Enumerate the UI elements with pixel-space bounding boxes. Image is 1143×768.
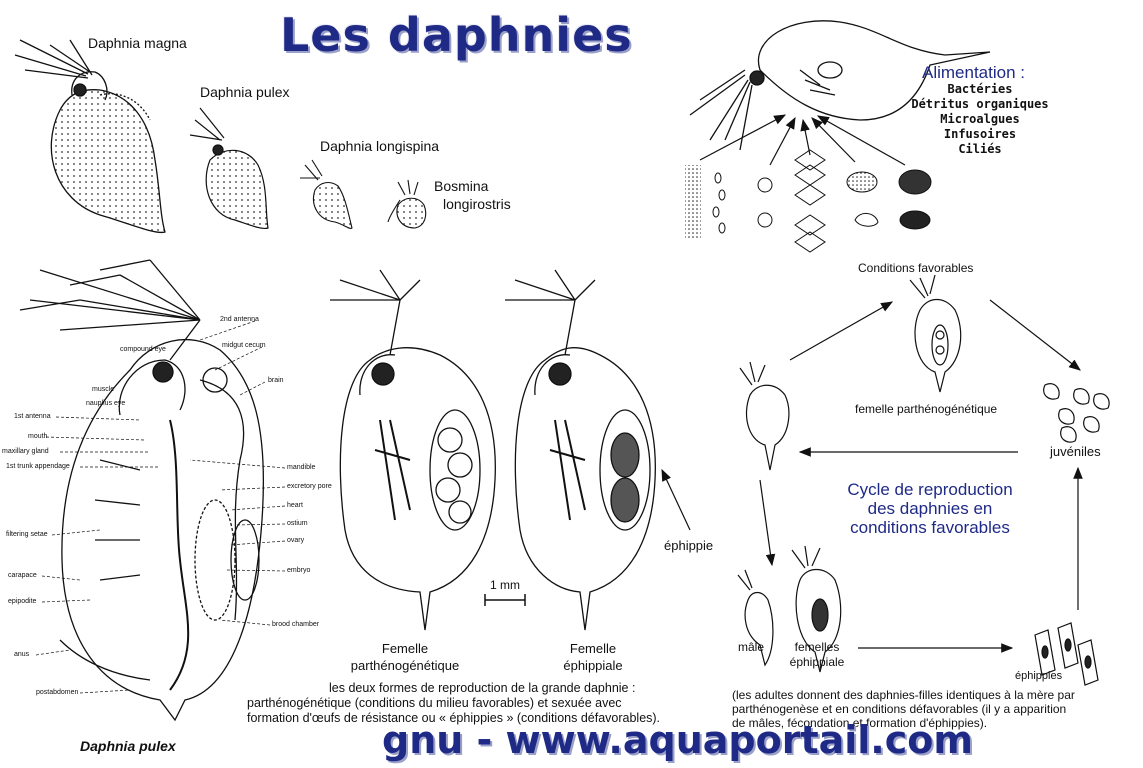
- anatomy-caption: Daphnia pulex: [80, 738, 176, 754]
- label-daphnia-magna: Daphnia magna: [88, 35, 187, 51]
- anatomy-label: mouth: [28, 433, 48, 440]
- food-arrows: [699, 114, 906, 166]
- caption-line: parthénogenèse et en conditions défavora…: [732, 702, 1067, 716]
- cycle-male-label: mâle: [738, 640, 765, 654]
- female-parthenogenetic-drawing: [330, 269, 496, 631]
- anatomy-label: postabdomen: [36, 689, 79, 696]
- anatomy-label: 2nd antenna: [220, 316, 259, 323]
- female-ephip-label: Femelle éphippiale: [548, 640, 638, 674]
- female-ephip-label-line1: Femelle: [569, 641, 617, 656]
- anatomy-label: epipodite: [8, 598, 37, 605]
- anatomy-label: maxillary gland: [2, 448, 49, 455]
- anatomy-label: heart: [287, 502, 303, 509]
- anatomy-label: brood chamber: [272, 621, 320, 628]
- alimentation-list: Bactéries Détritus organiques Microalgue…: [905, 82, 1055, 157]
- caption-line: (les adultes donnent des daphnies-filles…: [732, 688, 1075, 702]
- anatomy-label: ovary: [287, 537, 305, 544]
- food-item: Détritus organiques: [911, 97, 1049, 111]
- feeding-daphnia-drawing: [689, 20, 991, 151]
- cycle-femelles-label: femelles éphippiale: [782, 640, 852, 670]
- anatomy-label: carapace: [8, 572, 37, 579]
- anatomy-label: excretory pore: [287, 483, 332, 490]
- cycle-title-line: conditions favorables: [850, 518, 1010, 537]
- anatomy-label: filtering setae: [6, 531, 48, 538]
- label-daphnia-pulex: Daphnia pulex: [200, 84, 290, 100]
- anatomy-label: compound eye: [120, 346, 166, 353]
- female-parth-label-line2: parthénogénétique: [350, 658, 460, 673]
- anatomy-label: ostium: [287, 520, 308, 527]
- cycle-arrows: [759, 299, 1083, 653]
- cycle-drawings: [737, 274, 1110, 686]
- ephippie-label: éphippie: [664, 538, 714, 553]
- anatomy-label: nauplius eye: [86, 400, 126, 407]
- female-parth-label: Femelle parthénogénétique: [340, 640, 470, 674]
- daphnia-pulex-small-drawing: [189, 107, 269, 230]
- caption-line: parthénogénétique (conditions du milieu …: [247, 696, 622, 710]
- scale-bar: [484, 594, 526, 606]
- cycle-title-line: des daphnies en: [867, 499, 993, 518]
- cycle-title-line: Cycle de reproduction: [847, 480, 1013, 499]
- cycle-caption: (les adultes donnent des daphnies-filles…: [732, 688, 1142, 730]
- alimentation-heading: Alimentation :: [922, 63, 1025, 82]
- cycle-ephippies-label: éphippies: [1015, 670, 1063, 682]
- cycle-conditions-label: Conditions favorables: [858, 261, 974, 275]
- anatomy-label: anus: [14, 651, 30, 658]
- food-item: Bactéries: [947, 82, 1013, 96]
- food-item: Microalgues: [940, 112, 1020, 126]
- daphnia-longispina-drawing: [300, 159, 353, 229]
- anatomy-label: mandible: [287, 464, 316, 471]
- scale-label: 1 mm: [490, 578, 520, 592]
- anatomy-label: brain: [268, 377, 284, 384]
- label-daphnia-longispina: Daphnia longispina: [320, 138, 440, 154]
- cycle-title: Cycle de reproduction des daphnies en co…: [820, 480, 1040, 537]
- label-bosmina: Bosmina: [434, 178, 489, 194]
- cycle-femelle-label: femelle parthénogénétique: [855, 402, 998, 416]
- daphnia-magna-drawing: [14, 39, 166, 234]
- anatomy-label: 1st antenna: [14, 413, 51, 420]
- anatomy-label: embryo: [287, 567, 311, 574]
- food-organisms: [685, 149, 932, 253]
- footer-url: gnu - www.aquaportail.com: [382, 718, 973, 762]
- bosmina-drawing: [387, 179, 427, 229]
- caption-line: de mâles, fécondation et formation d'éph…: [732, 716, 988, 730]
- anatomy-label: midgut cecum: [222, 342, 266, 349]
- anatomy-label: muscle: [92, 386, 115, 393]
- female-parth-label-line1: Femelle: [381, 641, 429, 656]
- female-ephippial-drawing: [505, 269, 656, 631]
- cycle-femelles-line1: femelles: [794, 640, 840, 654]
- anatomy-drawing: [19, 259, 265, 722]
- caption-line: les deux formes de reproduction de la gr…: [329, 681, 636, 695]
- anatomy-label: 1st trunk appendage: [6, 463, 70, 470]
- female-ephip-label-line2: éphippiale: [563, 658, 623, 673]
- anatomy-leader-lines: [35, 320, 286, 694]
- food-item: Infusoires: [943, 127, 1017, 141]
- cycle-femelles-line2: éphippiale: [789, 655, 845, 669]
- cycle-juveniles-label: juvéniles: [1050, 444, 1101, 459]
- ephippie-arrow: [661, 468, 691, 531]
- food-item: Ciliés: [958, 142, 1002, 156]
- caption-line: formation d'œufs de résistance ou « éphi…: [247, 711, 661, 725]
- label-bosmina-longirostris: longirostris: [443, 196, 511, 212]
- page-title: Les daphnies: [280, 8, 633, 62]
- females-caption: les deux formes de reproduction de la gr…: [247, 681, 727, 726]
